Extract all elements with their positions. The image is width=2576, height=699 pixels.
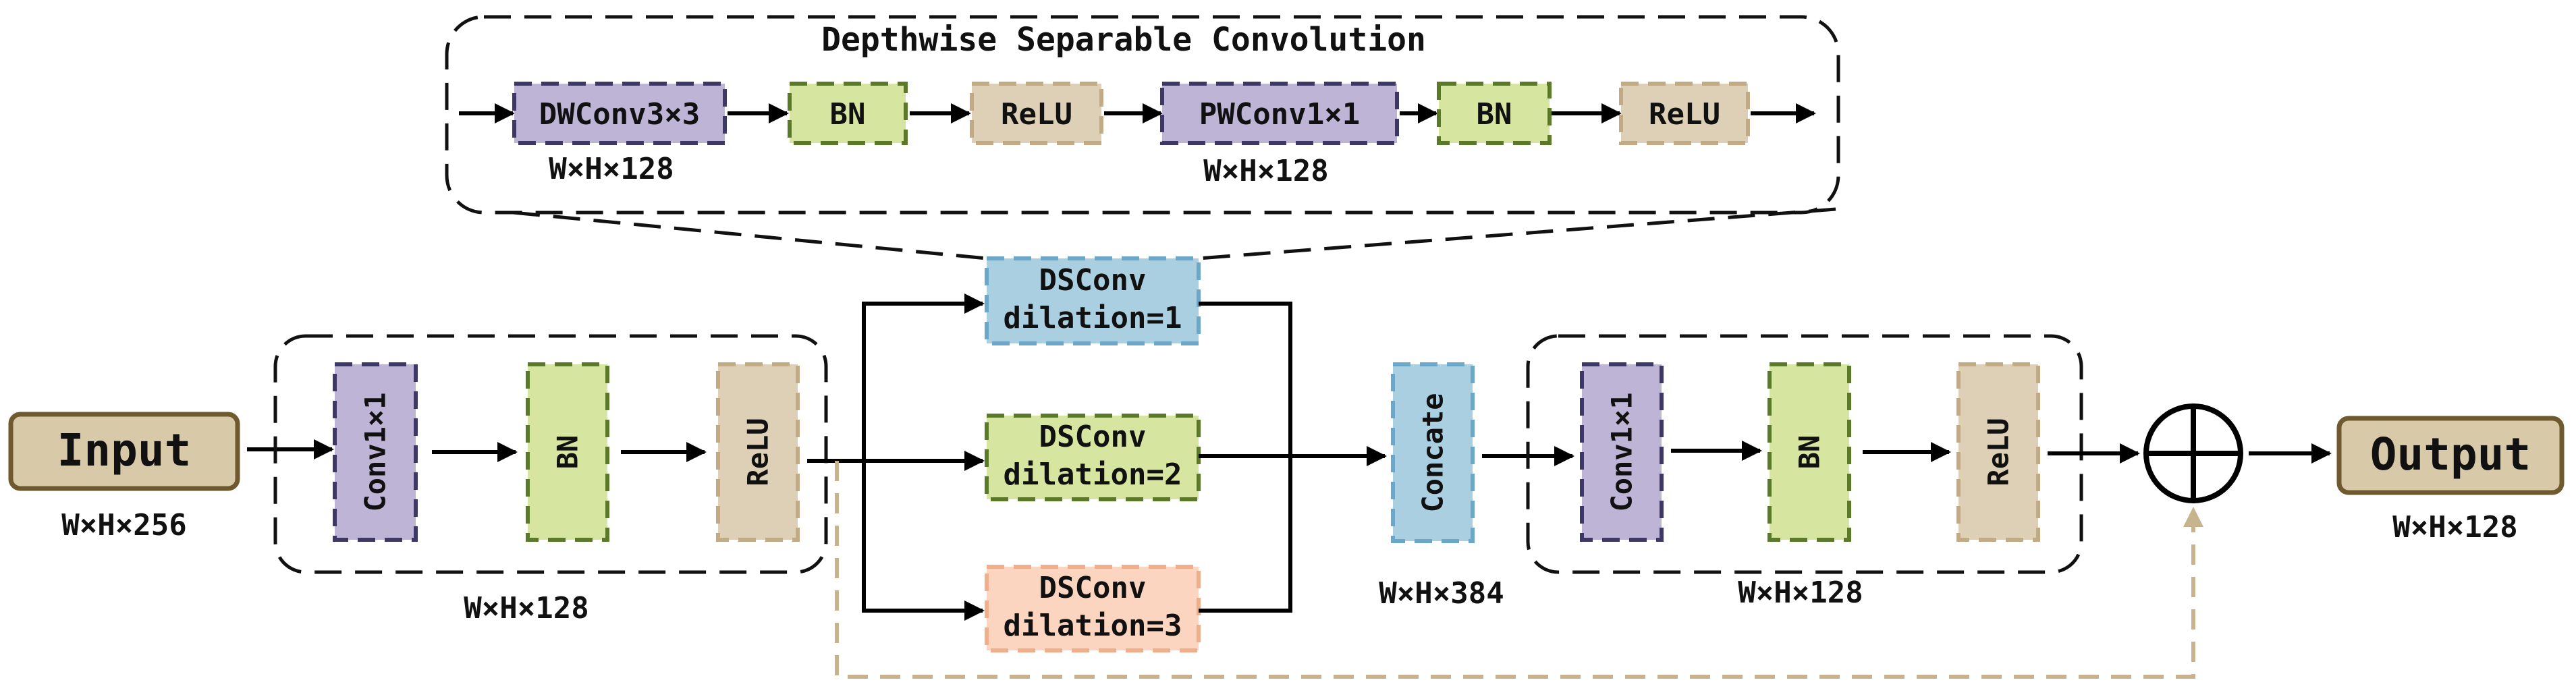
dsc-relu-block-1: ReLU bbox=[970, 82, 1103, 145]
circled-plus-icon bbox=[2143, 403, 2243, 503]
dsc-relu-block-2: ReLU bbox=[1619, 82, 1750, 145]
stage1-bn-label: BN bbox=[551, 435, 584, 470]
residual-connection bbox=[835, 461, 2203, 679]
stage1-conv-label: Conv1×1 bbox=[359, 392, 392, 511]
dsc-module-title: Depthwise Separable Convolution bbox=[821, 21, 1426, 59]
stage2-relu-block: ReLU bbox=[1956, 362, 2040, 542]
concat-dim-label: W×H×384 bbox=[1379, 576, 1504, 611]
stage1-dim-label: W×H×128 bbox=[464, 591, 588, 625]
dsc-zoom-line-left bbox=[512, 211, 987, 260]
dsconv-branch-3: DSConv dilation=3 bbox=[985, 565, 1201, 652]
dsc-relu-label-1: ReLU bbox=[1001, 97, 1072, 132]
dsc-pwconv-label: PWConv1×1 bbox=[1199, 97, 1360, 132]
dsc-relu-label-2: ReLU bbox=[1649, 97, 1720, 132]
stage2-bn-block: BN bbox=[1767, 362, 1851, 542]
dsc-bn-block-1: BN bbox=[788, 82, 908, 145]
dsconv-branch-3-param: dilation=3 bbox=[1004, 609, 1182, 643]
dsconv-branch-1-name: DSConv bbox=[1039, 263, 1147, 298]
dsc-dwconv-block: DWConv3×3 bbox=[512, 82, 727, 145]
output-label: Output bbox=[2370, 428, 2531, 480]
dsc-bn-label-1: BN bbox=[830, 97, 866, 132]
input-dim-label: W×H×256 bbox=[61, 508, 186, 542]
dsconv-branch-2-name: DSConv bbox=[1039, 420, 1147, 454]
dsc-dim-label-1: W×H×128 bbox=[549, 152, 674, 186]
dsc-dwconv-label: DWConv3×3 bbox=[539, 97, 700, 132]
dsconv-branch-2-param: dilation=2 bbox=[1004, 457, 1182, 492]
dsconv-branch-1-param: dilation=1 bbox=[1004, 301, 1182, 335]
stage1-relu-label: ReLU bbox=[742, 418, 775, 486]
dsc-bn-label-2: BN bbox=[1477, 97, 1512, 132]
stage2-relu-label: ReLU bbox=[1982, 418, 2015, 486]
dsconv-branch-3-name: DSConv bbox=[1039, 571, 1147, 605]
stage1-conv-block: Conv1×1 bbox=[333, 362, 418, 542]
input-block: Input bbox=[8, 412, 240, 491]
dsconv-branch-1: DSConv dilation=1 bbox=[985, 256, 1201, 345]
input-label: Input bbox=[57, 424, 192, 476]
output-dim-label: W×H×128 bbox=[2392, 510, 2517, 544]
concat-block: Concate bbox=[1391, 362, 1475, 543]
concat-label: Concate bbox=[1417, 393, 1450, 512]
dsconv-branch-2: DSConv dilation=2 bbox=[985, 414, 1201, 501]
dsc-pwconv-block: PWConv1×1 bbox=[1160, 82, 1399, 145]
stage2-bn-label: BN bbox=[1793, 435, 1826, 470]
stage1-frame bbox=[273, 334, 828, 574]
stage1-bn-block: BN bbox=[526, 362, 609, 542]
dsc-dim-label-2: W×H×128 bbox=[1203, 154, 1328, 188]
dsc-bn-block-2: BN bbox=[1437, 82, 1552, 145]
dsc-zoom-line-right bbox=[1198, 207, 1836, 260]
stage2-conv-block: Conv1×1 bbox=[1580, 362, 1664, 542]
stage2-conv-label: Conv1×1 bbox=[1606, 392, 1639, 511]
stage2-dim-label: W×H×128 bbox=[1738, 576, 1863, 610]
output-block: Output bbox=[2336, 416, 2565, 495]
dsc-module-frame bbox=[445, 15, 1840, 215]
stage1-relu-block: ReLU bbox=[716, 362, 800, 542]
